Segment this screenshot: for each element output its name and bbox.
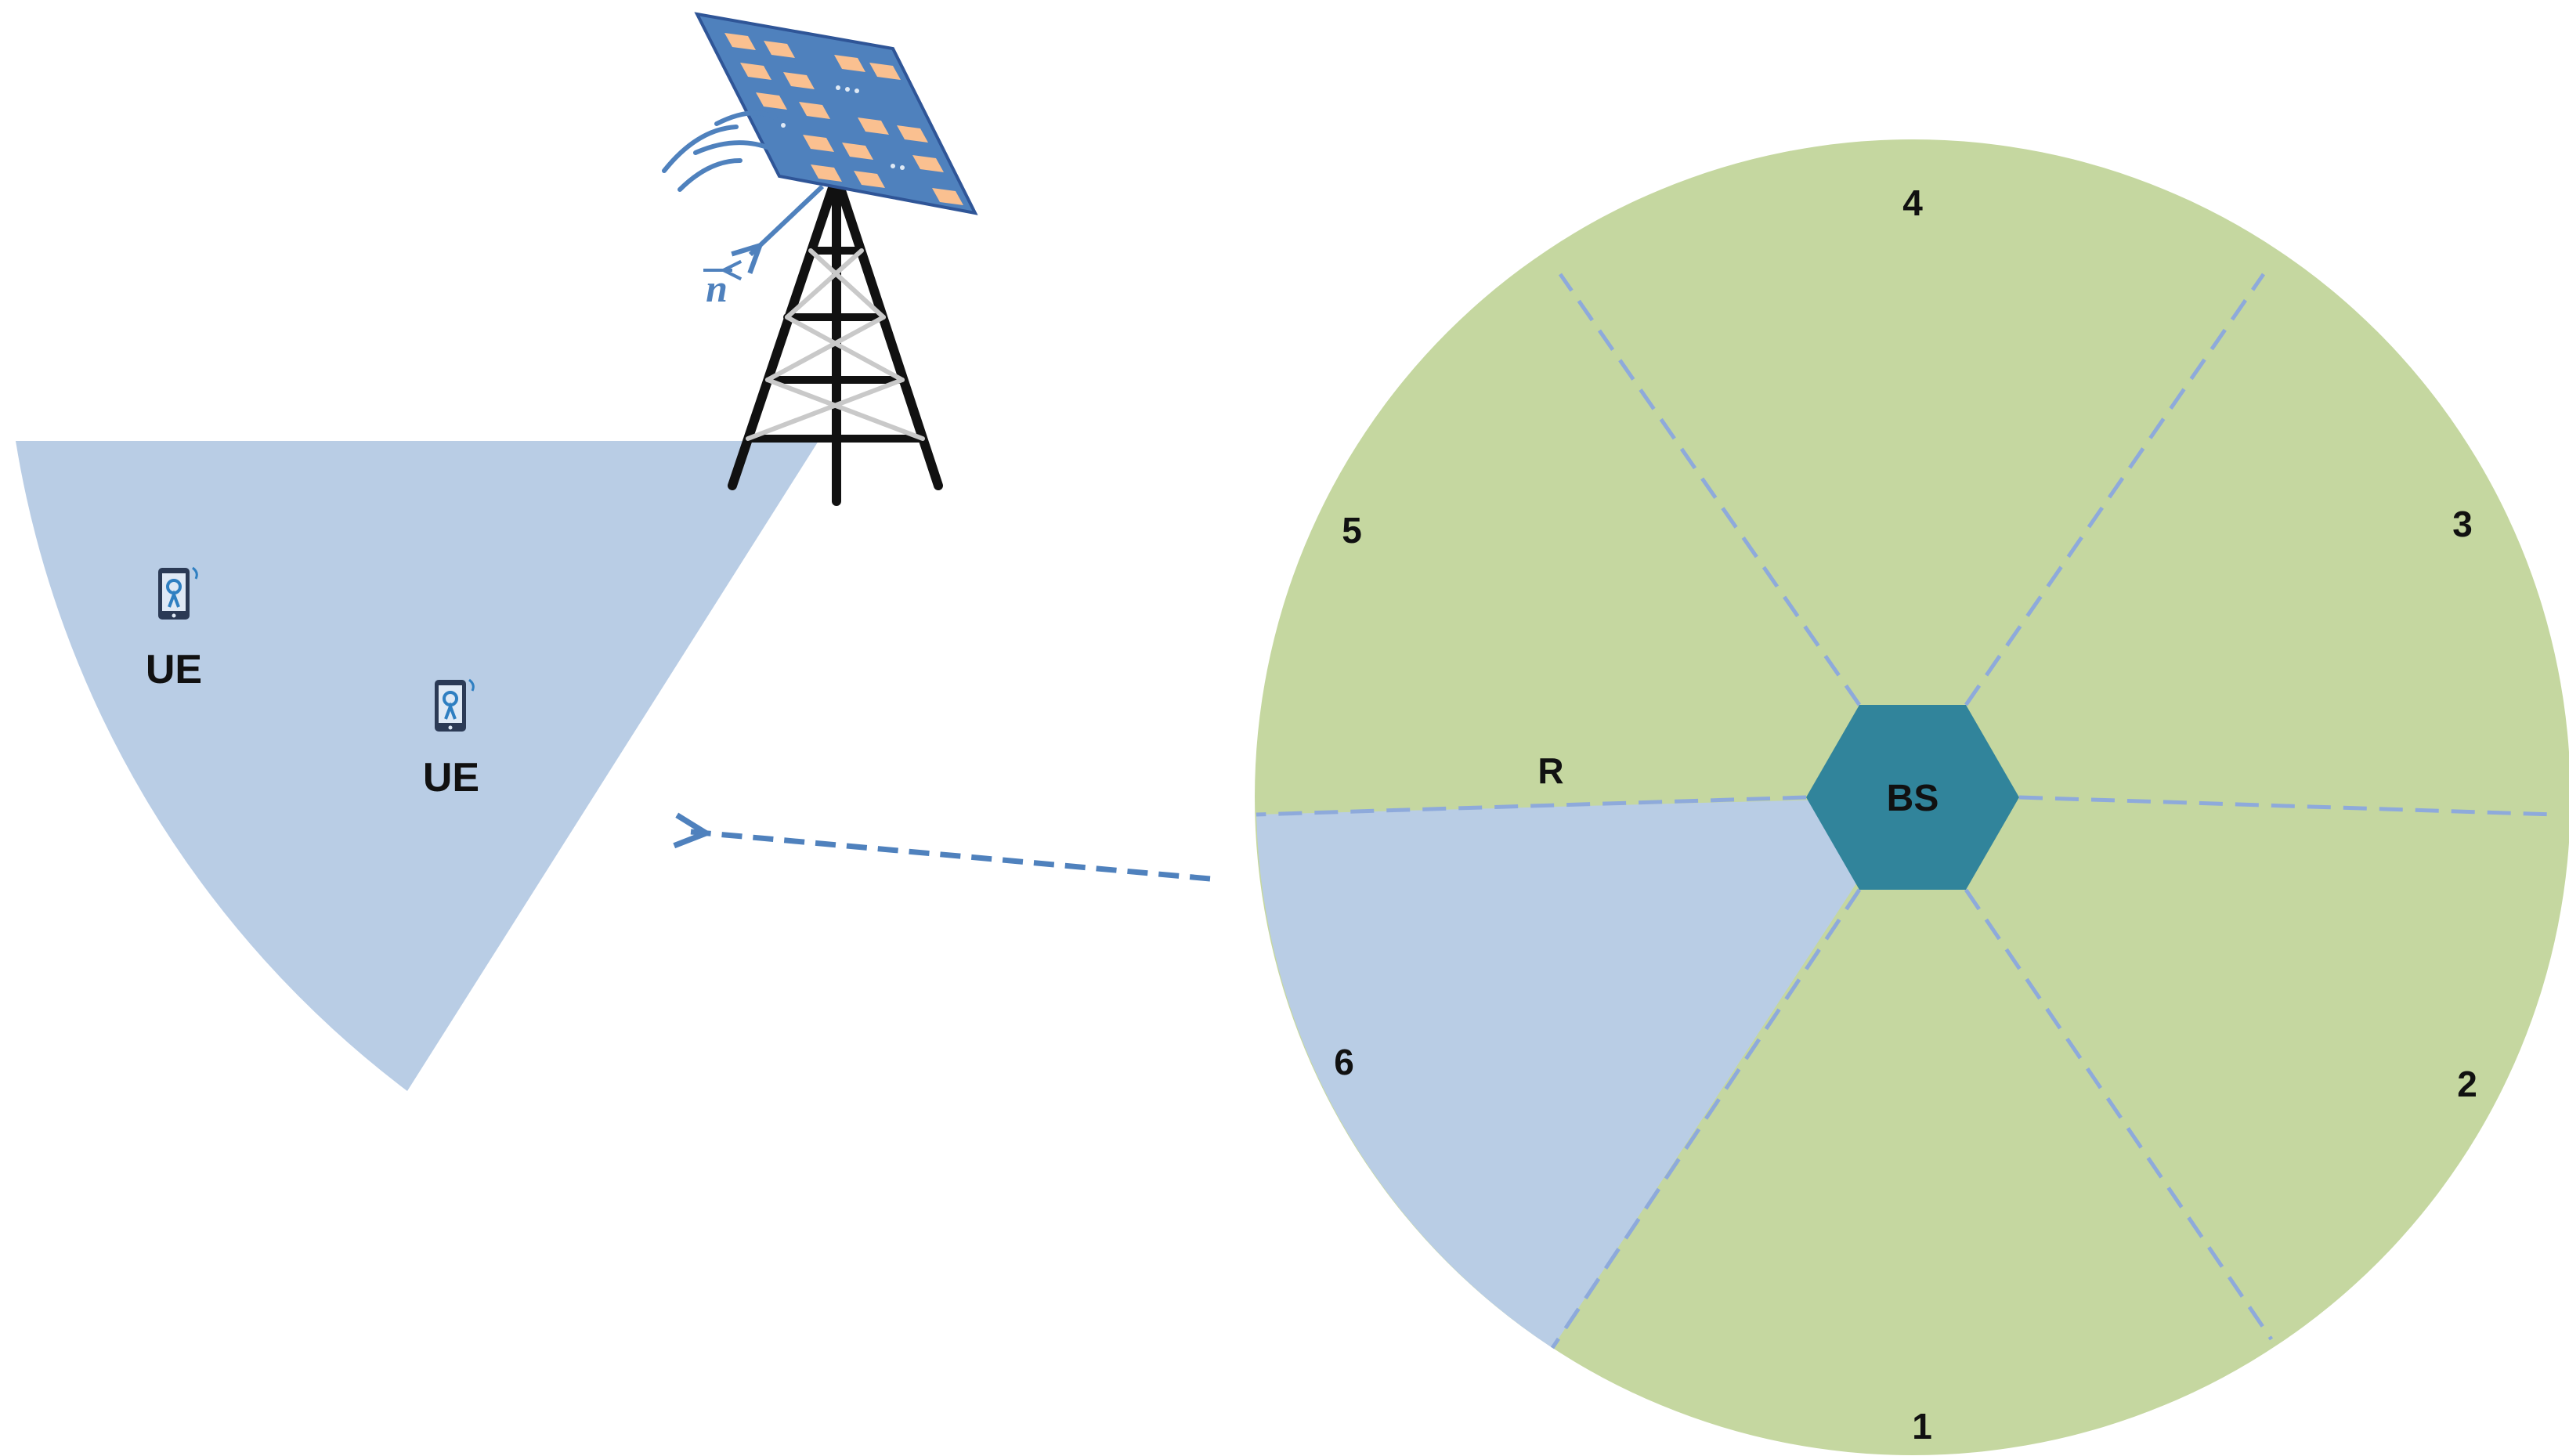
base-station-label: BS	[1887, 778, 1939, 819]
ue-device-1: UE	[146, 566, 202, 692]
zoomed-sector	[16, 441, 818, 1091]
ue-device-2: UE	[423, 678, 479, 800]
sector-label-6: 6	[1334, 1042, 1354, 1082]
smartphone-icon	[435, 678, 475, 732]
normal-vector: n	[703, 184, 825, 310]
sector-label-4: 4	[1902, 182, 1923, 223]
smartphone-icon	[158, 566, 198, 620]
sector-label-2: 2	[2457, 1064, 2477, 1104]
base-station-hexagon	[1806, 705, 2019, 890]
sector-6-highlight	[1256, 797, 1913, 1348]
ue-label-2: UE	[423, 755, 479, 800]
sector-dividers	[1256, 273, 2556, 1349]
radius-label: R	[1537, 750, 1563, 791]
ue-label-1: UE	[146, 647, 202, 692]
signal-waves-icon	[662, 110, 778, 192]
normal-vector-label: n	[706, 266, 728, 310]
cell-tower-icon	[728, 172, 943, 506]
sector-label-3: 3	[2452, 504, 2473, 544]
zoom-connector-arrow	[691, 832, 1211, 882]
sector-label-5: 5	[1342, 510, 1362, 551]
antenna-array-panel-icon	[694, 12, 978, 215]
sector-label-1: 1	[1912, 1406, 1932, 1447]
